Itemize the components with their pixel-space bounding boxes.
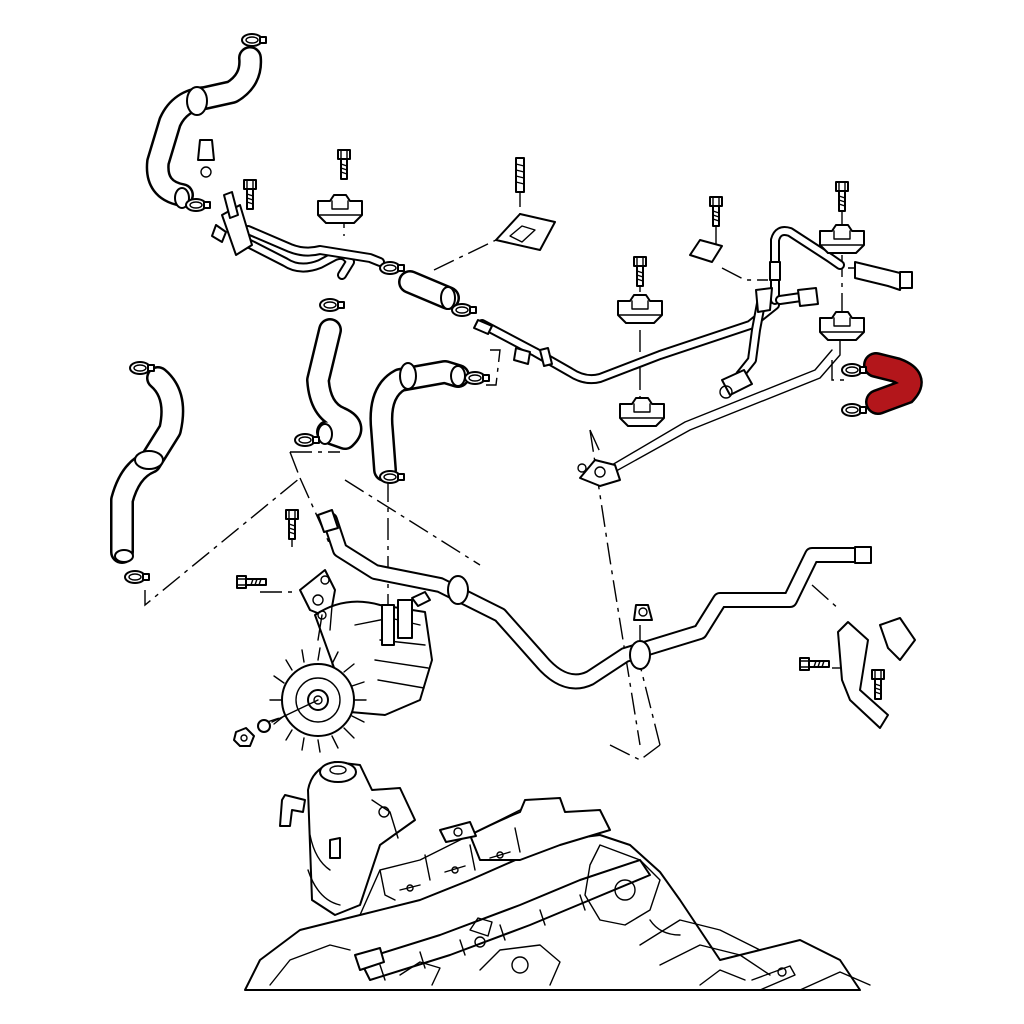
highlighted-hose bbox=[863, 352, 923, 415]
fuel-line-lower bbox=[322, 512, 872, 690]
hose-left-upper bbox=[306, 318, 363, 450]
hose-left-outer bbox=[110, 366, 185, 564]
hose-short-straight bbox=[398, 270, 460, 310]
pump-fan-blades bbox=[269, 647, 367, 753]
hose-center bbox=[369, 360, 470, 482]
mounting-rail bbox=[577, 334, 841, 487]
hose-top-left bbox=[145, 46, 263, 209]
fittings bbox=[197, 139, 913, 621]
bolts bbox=[236, 149, 885, 700]
pump-assembly bbox=[233, 591, 433, 753]
highlighted-hose-fill bbox=[865, 354, 921, 413]
leader-lines bbox=[144, 185, 880, 761]
fuel-line-upper bbox=[233, 225, 385, 280]
brackets bbox=[299, 194, 916, 729]
engine-block bbox=[244, 761, 871, 991]
hose-clamps bbox=[124, 33, 867, 584]
